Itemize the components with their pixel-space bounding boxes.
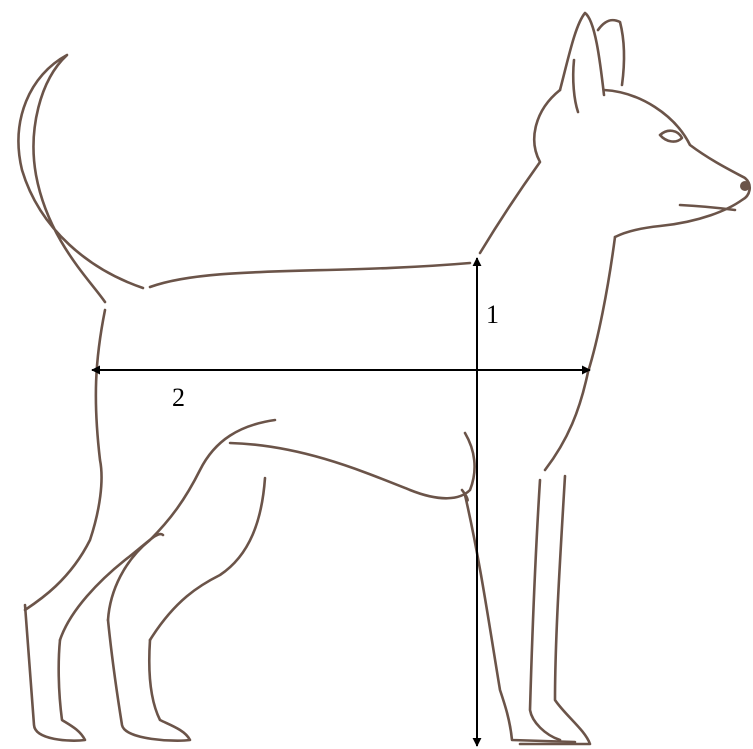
- measurement-2-label: 2: [172, 383, 185, 412]
- dog-hind-leg-back: [25, 605, 85, 741]
- dog-belly: [230, 433, 475, 498]
- dog-head: [604, 90, 750, 237]
- dog-hind-leg-front: [108, 620, 190, 741]
- dog-neck: [480, 90, 560, 253]
- dog-rear: [25, 310, 105, 610]
- dog-back: [150, 263, 470, 287]
- dog-outline: [19, 13, 750, 744]
- dog-eye: [660, 131, 682, 142]
- dog-tail: [19, 55, 143, 302]
- dog-hind-leg-mid: [60, 534, 163, 640]
- dog-hind-leg-shin: [150, 478, 265, 640]
- dog-ear-left: [560, 13, 604, 95]
- dog-nose: [740, 181, 750, 191]
- measurement-1-label: 1: [486, 300, 499, 329]
- dog-thigh: [108, 420, 275, 620]
- dog-ear-inner: [573, 60, 578, 112]
- dog-chest: [545, 237, 615, 470]
